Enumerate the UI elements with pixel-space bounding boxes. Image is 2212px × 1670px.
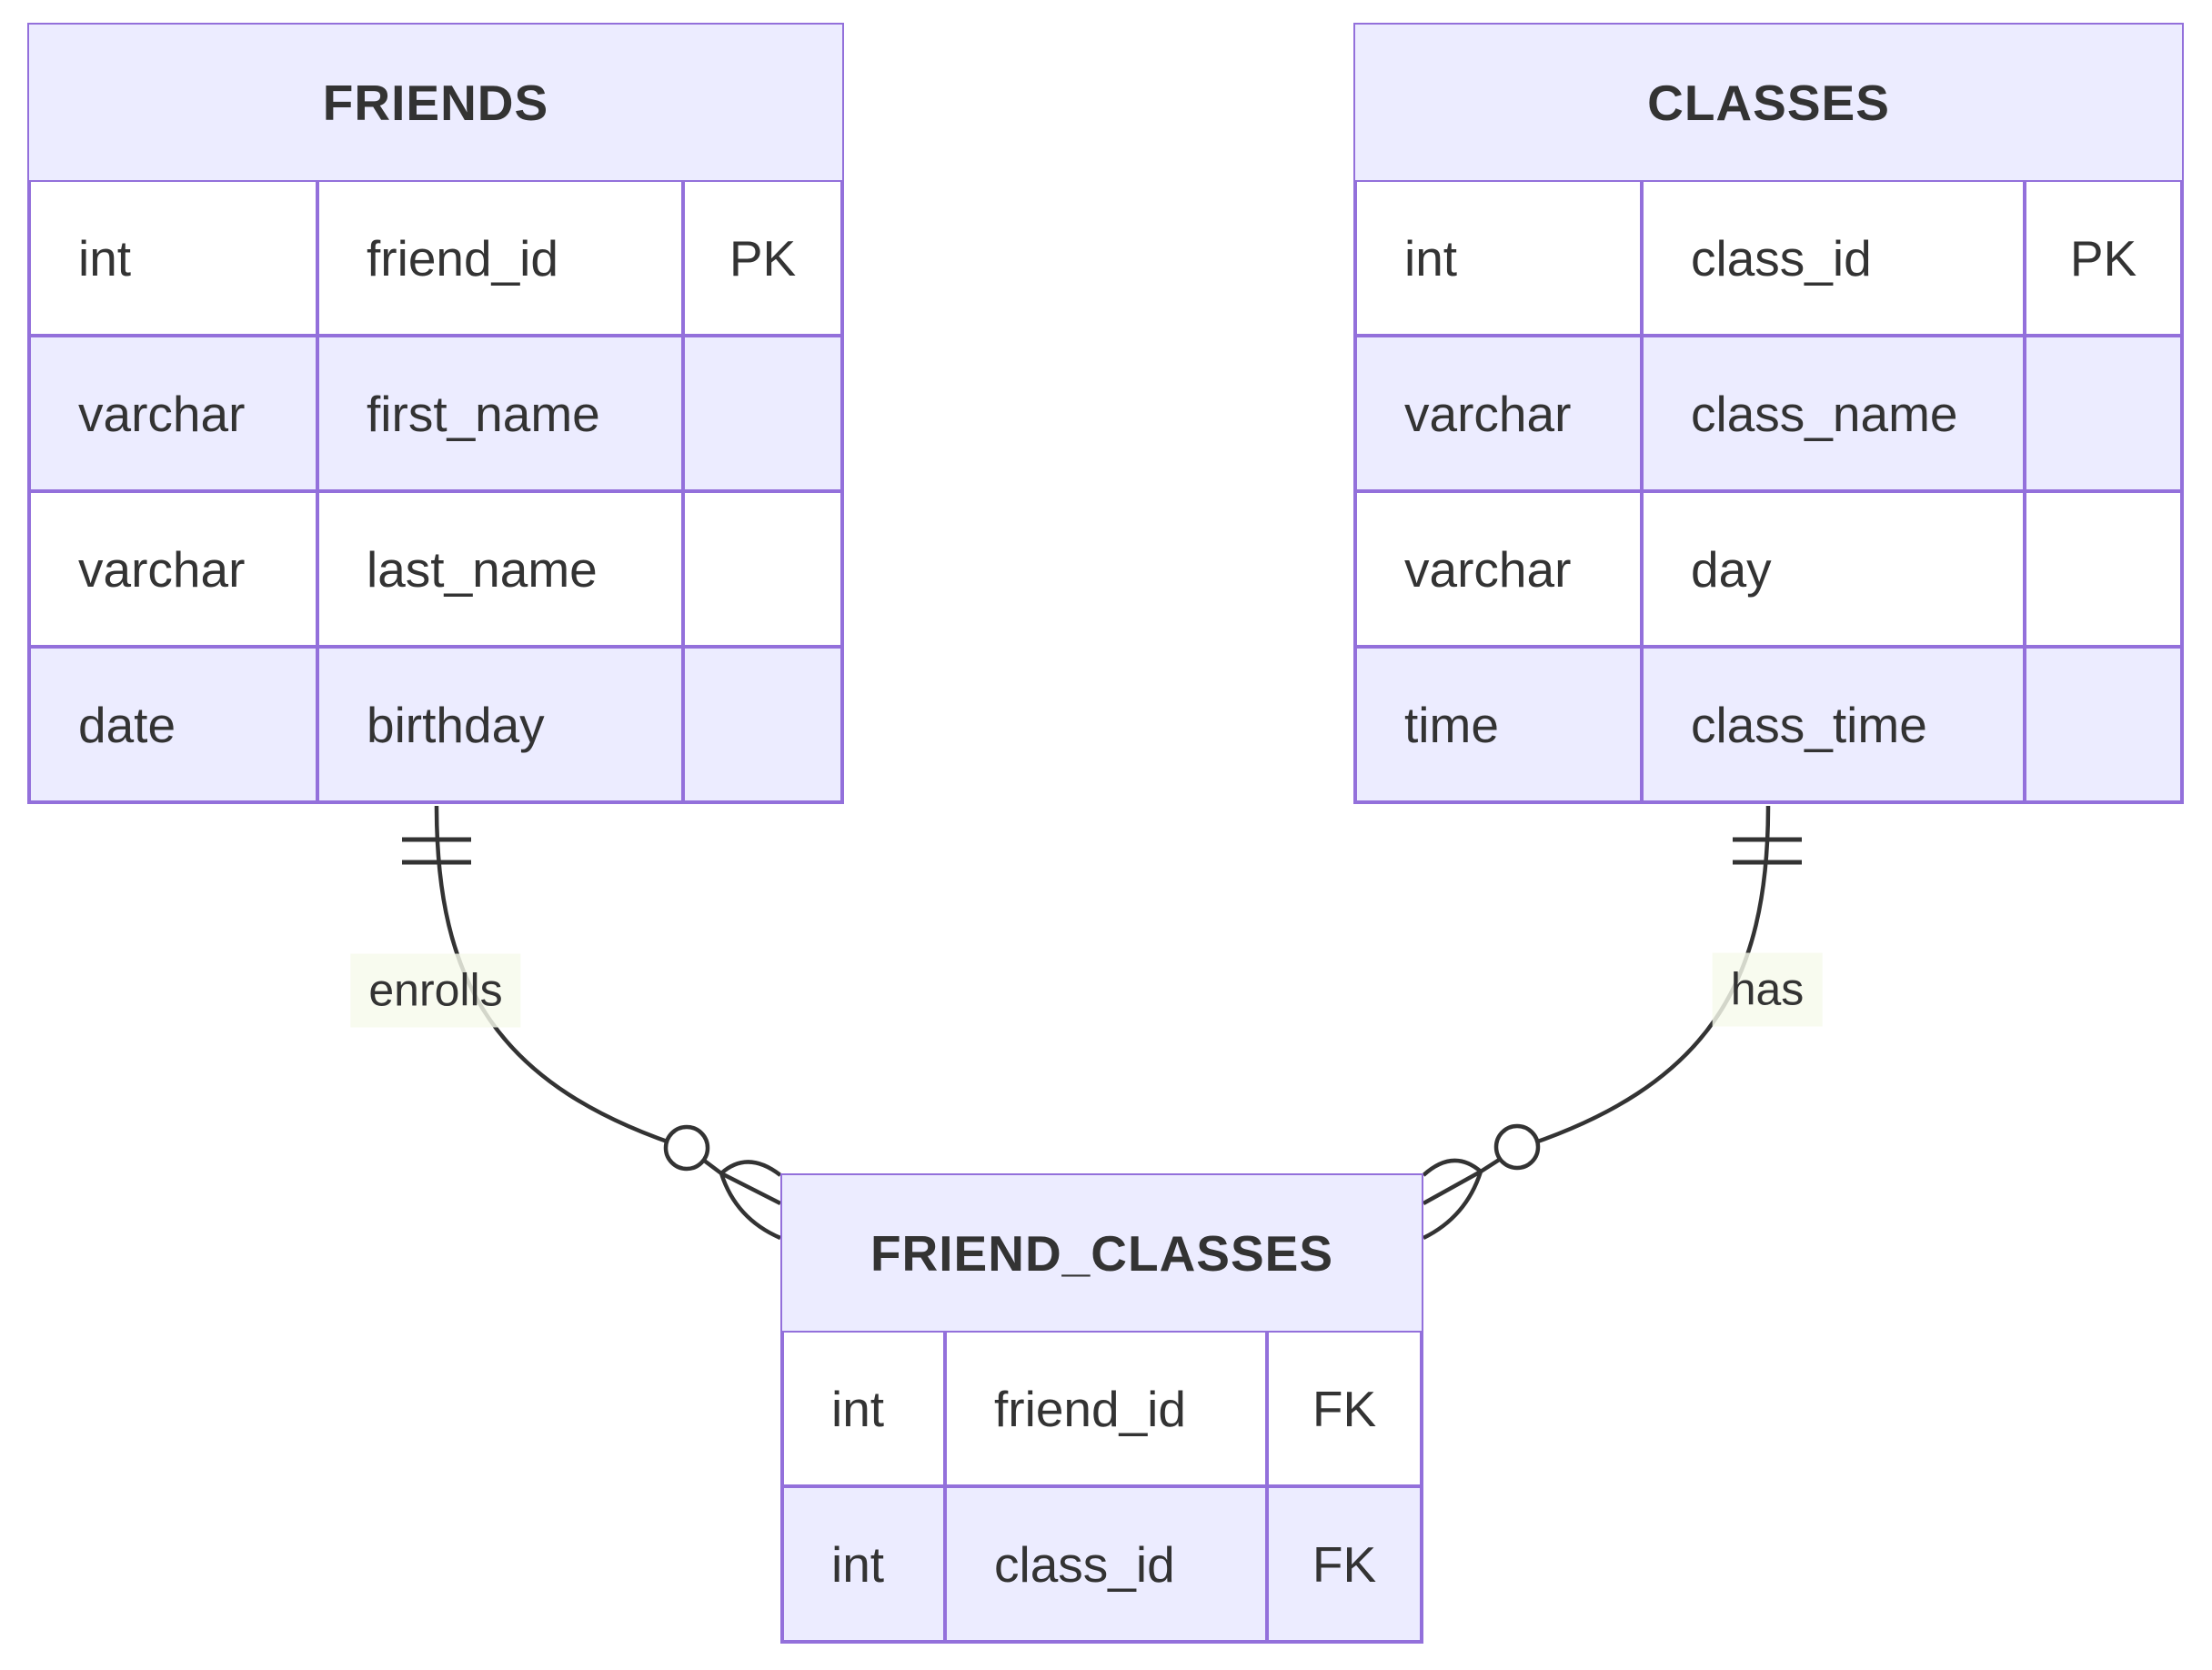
attribute-type: int	[782, 1331, 945, 1486]
exactly-one-marker-icon	[402, 837, 471, 865]
attribute-type: varchar	[1355, 336, 1642, 491]
attribute-type: varchar	[29, 336, 317, 491]
attribute-table: int friend_id FK int class_id FK	[782, 1331, 1422, 1642]
entity-title: FRIEND_CLASSES	[782, 1175, 1422, 1331]
attribute-name: class_time	[1642, 647, 2025, 802]
entity-friends: FRIENDS int friend_id PK varchar first_n…	[27, 23, 844, 804]
attribute-type: varchar	[29, 491, 317, 647]
entity-classes: CLASSES int class_id PK varchar class_na…	[1353, 23, 2184, 804]
attribute-key	[683, 336, 842, 491]
attribute-type: varchar	[1355, 491, 1642, 647]
attribute-name: class_name	[1642, 336, 2025, 491]
attribute-table: int friend_id PK varchar first_name varc…	[29, 180, 842, 802]
attribute-name: day	[1642, 491, 2025, 647]
attribute-key	[2025, 336, 2182, 491]
attribute-name: class_id	[1642, 180, 2025, 336]
attribute-name: friend_id	[317, 180, 683, 336]
attribute-key	[2025, 491, 2182, 647]
attribute-key	[683, 491, 842, 647]
relationship-label-has: has	[1712, 952, 1823, 1027]
exactly-one-marker-icon	[1733, 837, 1802, 865]
attribute-key	[2025, 647, 2182, 802]
attribute-type: int	[1355, 180, 1642, 336]
attribute-name: class_id	[945, 1486, 1267, 1642]
attribute-type: date	[29, 647, 317, 802]
zero-or-many-marker-icon	[1422, 1123, 1541, 1241]
relationship-line	[1479, 805, 1771, 1173]
relationship-classes-friend-classes	[1422, 805, 1802, 1241]
entity-friend-classes: FRIEND_CLASSES int friend_id FK int clas…	[780, 1173, 1423, 1644]
attribute-name: birthday	[317, 647, 683, 802]
entity-title: CLASSES	[1355, 25, 2182, 180]
attribute-type: time	[1355, 647, 1642, 802]
attribute-key: PK	[683, 180, 842, 336]
attribute-key: FK	[1267, 1486, 1422, 1642]
attribute-table: int class_id PK varchar class_name varch…	[1355, 180, 2182, 802]
attribute-name: last_name	[317, 491, 683, 647]
attribute-key	[683, 647, 842, 802]
attribute-name: first_name	[317, 336, 683, 491]
attribute-name: friend_id	[945, 1331, 1267, 1486]
entity-title: FRIENDS	[29, 25, 842, 180]
relationship-label-enrolls: enrolls	[350, 953, 521, 1028]
attribute-key: FK	[1267, 1331, 1422, 1486]
attribute-type: int	[782, 1486, 945, 1642]
attribute-type: int	[29, 180, 317, 336]
attribute-key: PK	[2025, 180, 2182, 336]
zero-or-many-marker-icon	[663, 1124, 782, 1241]
